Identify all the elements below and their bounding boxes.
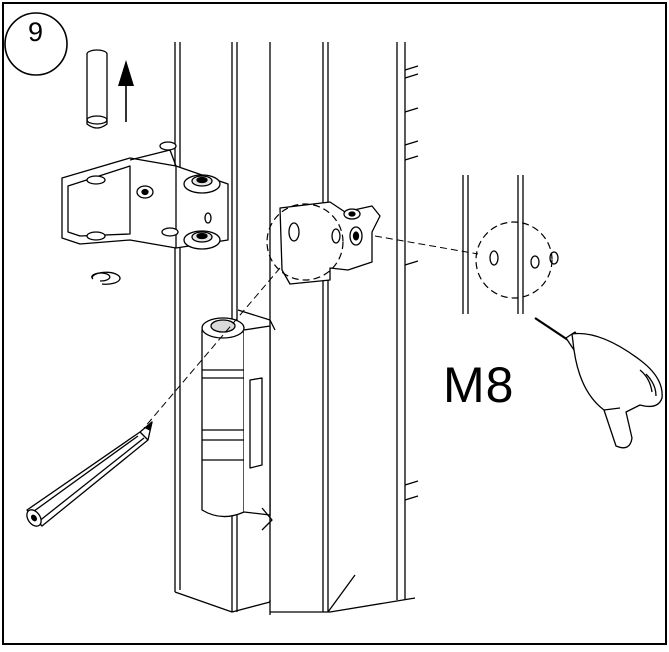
step-number-circle bbox=[4, 12, 68, 76]
bolt-size-label: M8 bbox=[443, 357, 515, 413]
pencil-icon bbox=[26, 421, 153, 527]
right-door-post bbox=[269, 42, 419, 615]
hinge-nut-top bbox=[159, 141, 221, 194]
drill-location-detail bbox=[462, 175, 559, 314]
detail-circle-marking bbox=[475, 221, 553, 299]
up-arrow-icon bbox=[118, 60, 134, 122]
door-hinge-bracket bbox=[279, 201, 381, 285]
hinge-nut-bottom bbox=[161, 227, 221, 250]
circlip-icon bbox=[91, 271, 121, 285]
hinge-pin bbox=[86, 49, 108, 129]
leader-lines bbox=[143, 235, 479, 429]
detail-circle-bracket bbox=[266, 203, 344, 281]
drill-icon bbox=[534, 317, 663, 449]
lower-hinge bbox=[201, 309, 276, 531]
step-number: 9 bbox=[27, 17, 44, 47]
